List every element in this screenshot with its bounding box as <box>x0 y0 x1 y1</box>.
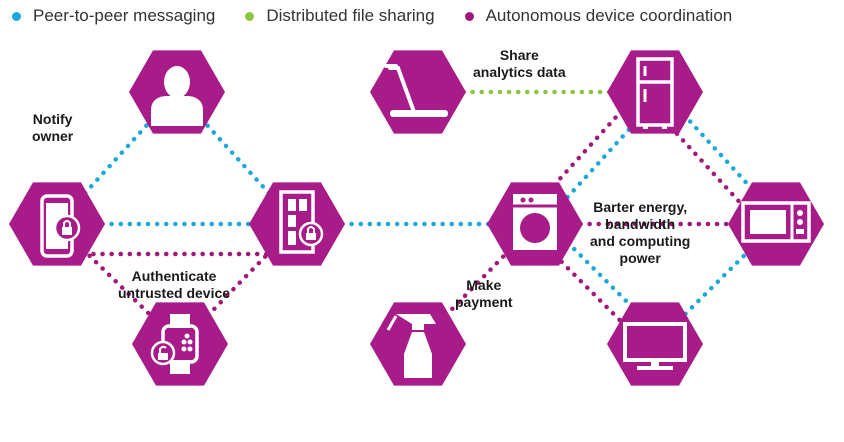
label-make-payment-line2: payment <box>455 294 513 310</box>
treadmill-node <box>370 50 466 134</box>
device-icons <box>40 57 811 378</box>
label-authenticate: Authenticate untrusted device <box>118 268 230 302</box>
washing-machine-icon <box>513 194 557 250</box>
legend-item-file-sharing: Distributed file sharing <box>245 6 435 26</box>
microwave-icon <box>741 201 811 243</box>
unlocked-smartwatch-icon <box>150 314 199 374</box>
messaging-link-person-phone <box>54 89 180 227</box>
legend-label-coordination: Autonomous device coordination <box>485 6 733 25</box>
coordination-link-fridge-microwave <box>643 97 770 235</box>
person-icon <box>151 66 203 126</box>
messaging-link-fridge-microwave <box>657 85 783 223</box>
label-notify-owner-line2: owner <box>32 128 74 144</box>
locked-door-icon <box>279 190 324 254</box>
smartwatch-node <box>132 302 228 386</box>
label-notify-owner-line1: Notify <box>32 111 73 127</box>
label-barter: Barter energy, bandwidth and computing p… <box>590 199 690 267</box>
label-barter-line3: and computing <box>590 233 691 249</box>
legend-label-messaging: Peer-to-peer messaging <box>33 6 216 25</box>
legend-dot-coordination <box>464 11 474 21</box>
legend-label-file-sharing: Distributed file sharing <box>266 6 435 25</box>
spray-bottle-icon <box>386 314 436 378</box>
label-share-analytics-line1: Share <box>499 47 539 63</box>
treadmill-icon <box>384 64 448 117</box>
device-nodes <box>9 50 824 386</box>
label-authenticate-line1: Authenticate <box>131 268 217 284</box>
label-barter-line4: power <box>619 250 661 266</box>
label-make-payment: Make payment <box>455 277 513 311</box>
locked-smartphone-icon <box>40 194 81 258</box>
label-share-analytics: Share analytics data <box>473 47 566 81</box>
messaging-link-fridge-washer <box>537 93 662 231</box>
label-share-analytics-line2: analytics data <box>473 64 566 80</box>
refrigerator-node <box>607 50 703 134</box>
label-barter-line1: Barter energy, <box>593 199 688 215</box>
refrigerator-icon <box>636 57 674 129</box>
door-node <box>249 182 345 266</box>
legend-item-coordination: Autonomous device coordination <box>464 6 733 26</box>
television-icon <box>623 322 687 370</box>
legend-item-messaging: Peer-to-peer messaging <box>12 6 215 26</box>
coordination-link-fridge-washer <box>523 81 649 219</box>
television-node <box>607 302 703 386</box>
messaging-link-person-door <box>174 89 300 227</box>
legend-dot-file-sharing <box>245 11 255 21</box>
legend: Peer-to-peer messaging Distributed file … <box>12 6 762 26</box>
label-barter-line2: bandwidth <box>605 216 676 232</box>
label-make-payment-line1: Make <box>466 277 502 293</box>
legend-dot-messaging <box>12 11 21 21</box>
label-authenticate-line2: untrusted device <box>118 285 231 301</box>
label-notify-owner: Notify owner <box>32 111 73 145</box>
